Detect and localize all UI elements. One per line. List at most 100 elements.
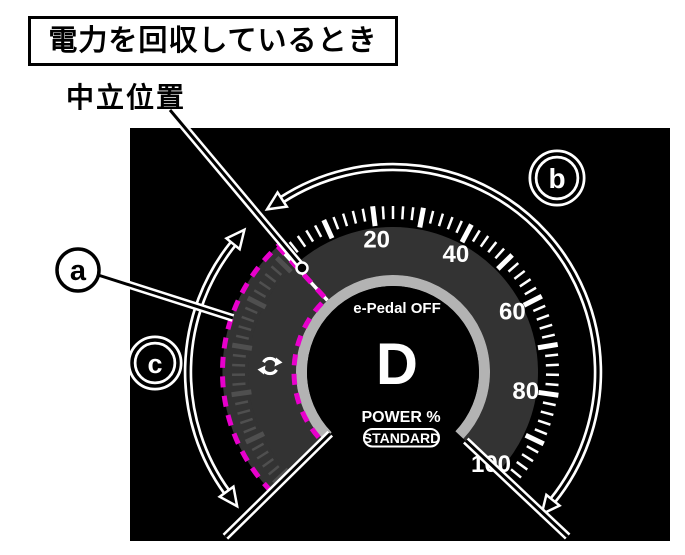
tick-minor (401, 206, 405, 220)
tick-major (459, 223, 474, 244)
gauge-sweep-arrows (183, 162, 603, 517)
tick-minor (521, 453, 534, 463)
leader-line-core (97, 273, 234, 320)
tick-minor (487, 241, 498, 254)
tick-minor (446, 216, 454, 230)
regen-zone-highlight (220, 242, 330, 494)
tick-minor (545, 353, 559, 358)
leader-line-core (168, 109, 304, 268)
tick-minor (507, 262, 520, 273)
tick-minor (540, 410, 554, 417)
tick-major (246, 295, 267, 310)
tick-minor (410, 207, 415, 221)
leader-end-dot (295, 261, 309, 275)
tick-minor (539, 323, 553, 330)
tick-major (321, 218, 335, 240)
tick-major (538, 389, 559, 398)
tick-minor (235, 334, 250, 340)
epedal-status-text: e-Pedal OFF (353, 300, 441, 317)
callout-b-letter: b (548, 163, 565, 194)
tick-minor (234, 400, 249, 406)
tick-minor (455, 220, 463, 234)
tick-minor (537, 419, 551, 426)
callout-a-leader (96, 271, 235, 322)
arrowhead (217, 484, 239, 509)
tick-minor (253, 289, 267, 298)
tick-minor (526, 445, 539, 454)
tick-minor (541, 333, 556, 339)
callout-b-circle-core (531, 152, 583, 204)
tick-minor (532, 304, 546, 313)
tick-major (496, 253, 514, 271)
arrowhead (264, 190, 289, 211)
callout-b: b (528, 149, 586, 207)
tick-minor (536, 314, 550, 321)
tick-minor (288, 241, 299, 254)
tick-minor (381, 206, 385, 220)
tick-major (231, 389, 252, 398)
tick-minor (545, 363, 559, 367)
tick-minor (341, 213, 349, 227)
tick-minor (244, 306, 258, 315)
tick-major (370, 205, 378, 227)
tick-minor (534, 428, 548, 436)
callout-a: a (55, 247, 101, 293)
tick-minor (428, 210, 435, 224)
callout-c: c (127, 335, 183, 391)
gauge-inner-silver-arc (296, 275, 490, 440)
tick-minor (237, 409, 251, 415)
tick-minor (513, 269, 526, 280)
tick-minor (479, 235, 490, 248)
tick-major (244, 431, 266, 445)
tick-minor (232, 353, 246, 358)
callout-a-circle (55, 247, 101, 293)
tick-major (274, 255, 293, 274)
scale-end-line-left-core (224, 432, 332, 538)
regen-tick-marks (231, 255, 293, 485)
tick-minor (494, 247, 506, 260)
tick-minor (313, 224, 323, 238)
tick-minor (545, 382, 559, 387)
tick-minor (243, 426, 257, 434)
drive-mode-badge (363, 428, 440, 448)
callout-c-circle-core (130, 338, 180, 388)
tick-minor (471, 229, 481, 243)
arrowhead (539, 492, 562, 517)
tick-minor (239, 417, 254, 425)
shift-position-indicator: D (376, 332, 418, 397)
tick-major (537, 341, 559, 351)
tick-minor (524, 286, 537, 296)
power-gauge-ring (248, 227, 538, 474)
regeneration-icon-arrowhead (257, 365, 266, 375)
tick-minor (251, 442, 265, 452)
gauge-number-80: 80 (512, 378, 539, 405)
callout-c-letter: c (147, 349, 162, 379)
tick-minor (238, 325, 252, 332)
tick-minor (305, 229, 315, 243)
tick-minor (232, 382, 246, 386)
tick-minor (241, 315, 255, 323)
tick-minor (232, 363, 246, 367)
tick-minor (296, 235, 307, 248)
tick-minor (262, 457, 275, 468)
gauge-end-lines (222, 430, 571, 540)
scale-end-line-right-core (464, 439, 569, 538)
tick-minor (542, 401, 556, 407)
gauge-number-40: 40 (443, 241, 470, 268)
tick-major (417, 207, 426, 228)
tick-minor (516, 460, 529, 471)
regeneration-icon (257, 356, 283, 376)
drive-mode-text: STANDARD (363, 430, 441, 446)
figure-title: 電力を回収しているとき (28, 16, 398, 66)
tick-major (524, 433, 545, 447)
callout-a-letter: a (70, 255, 87, 287)
tick-minor (437, 213, 445, 227)
tick-minor (267, 465, 280, 476)
gauge-number-60: 60 (499, 299, 526, 326)
regeneration-icon-arrowhead (274, 357, 283, 367)
tick-minor (332, 216, 340, 230)
tick-major (231, 342, 253, 351)
gauge-number-20: 20 (363, 226, 390, 253)
tick-minor (264, 272, 277, 283)
